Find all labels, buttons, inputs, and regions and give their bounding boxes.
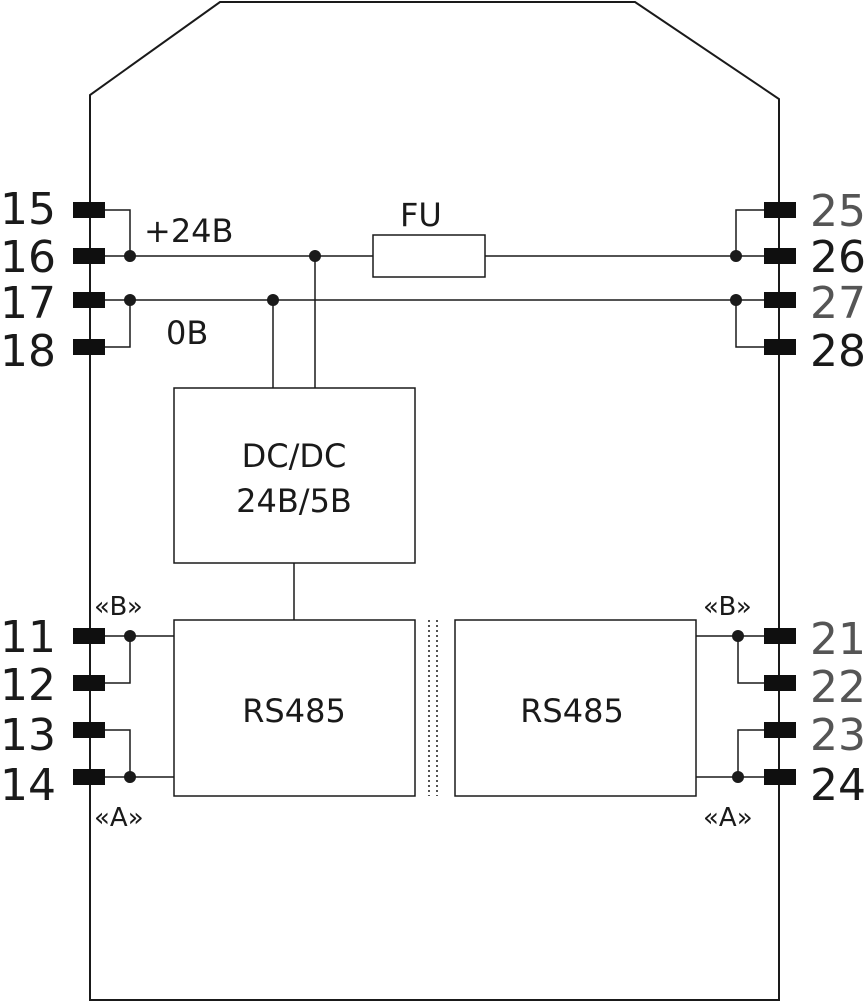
pin-27-label: 27: [810, 278, 866, 329]
fuse-label: FU: [400, 196, 442, 234]
rs485-right-box: [454, 619, 697, 797]
pin-17-label: 17: [0, 278, 56, 329]
enclosure-outline: [89, 0, 780, 1001]
pin-11-label: 11: [0, 612, 56, 663]
right-a-label: «A»: [703, 803, 753, 833]
pin-24-label: 24: [810, 760, 866, 811]
pin-25-label: 25: [810, 186, 866, 237]
right-b-label: «B»: [703, 592, 752, 622]
rs485-right-label: RS485: [520, 692, 624, 730]
rail-zero-label: 0B: [166, 314, 208, 352]
pin-13-label: 13: [0, 710, 56, 761]
fuse-symbol: [372, 234, 486, 278]
pin-16-label: 16: [0, 232, 56, 283]
left-bus-wiring: [105, 635, 174, 778]
left-a-label: «A»: [94, 803, 144, 833]
junction-dots: [124, 250, 744, 783]
rail-plus-label: +24B: [144, 212, 233, 250]
pin-28-label: 28: [810, 326, 866, 377]
pin-21-label: 21: [810, 614, 866, 665]
rs485-left-box: [173, 619, 416, 797]
left-terminals: [73, 202, 105, 785]
pin-23-label: 23: [810, 710, 866, 761]
right-bus-wiring: [696, 635, 764, 778]
left-b-label: «B»: [94, 592, 143, 622]
isolation-barrier: [428, 620, 438, 796]
dcdc-label-line1: DC/DC: [242, 437, 347, 475]
dcdc-converter-box: [173, 387, 416, 564]
pin-12-label: 12: [0, 660, 56, 711]
pin-22-label: 22: [810, 662, 866, 713]
rs485-left-label: RS485: [242, 692, 346, 730]
dcdc-label-line2: 24B/5B: [236, 482, 352, 520]
right-terminals: [764, 202, 796, 785]
pin-26-label: 26: [810, 232, 866, 283]
pin-14-label: 14: [0, 760, 56, 811]
power-wiring: [105, 209, 764, 620]
pin-18-label: 18: [0, 326, 56, 377]
pin-15-label: 15: [0, 184, 56, 235]
